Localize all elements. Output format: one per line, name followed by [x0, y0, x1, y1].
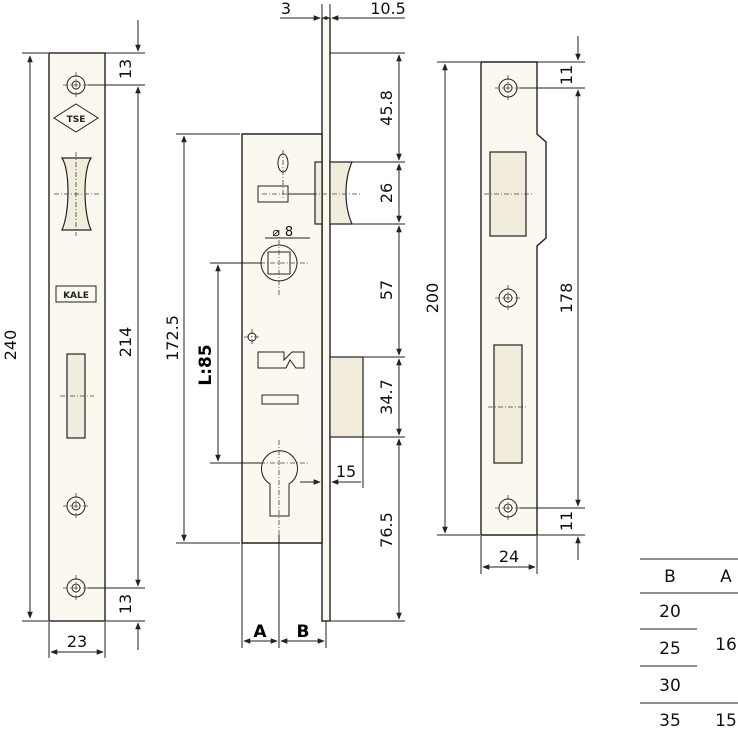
svg-text:200: 200	[423, 283, 442, 314]
screw-hole-icon	[63, 72, 89, 98]
svg-text:214: 214	[116, 327, 135, 358]
lock-body: 8 ⌀ 3 10.5	[163, 0, 406, 648]
svg-text:⌀: ⌀	[272, 225, 279, 239]
svg-text:A: A	[253, 622, 267, 642]
latch-window	[54, 152, 100, 236]
dimension-table: B A 20 25 30 35 16 15	[640, 558, 738, 729]
screw-hole-icon	[63, 575, 89, 601]
svg-text:23: 23	[67, 632, 87, 651]
svg-text:172.5: 172.5	[163, 315, 182, 361]
follower-hub: 8 ⌀	[220, 225, 310, 296]
kale-logo: KALE	[55, 285, 97, 303]
svg-text:KALE: KALE	[63, 291, 89, 301]
table-header-b: B	[664, 567, 676, 587]
screw-hole-icon	[495, 495, 521, 521]
svg-text:76.5: 76.5	[377, 512, 396, 548]
svg-text:10.5: 10.5	[370, 0, 406, 18]
svg-text:13: 13	[116, 594, 135, 614]
strike-plate: 200 11 178 11 24	[423, 36, 585, 574]
svg-text:15: 15	[336, 462, 356, 481]
table-cell-a: 16	[715, 635, 737, 655]
svg-text:26: 26	[377, 183, 396, 203]
svg-text:34.7: 34.7	[377, 379, 396, 415]
table-header-a: A	[720, 567, 732, 587]
table-cell-b: 30	[659, 676, 681, 696]
svg-text:24: 24	[499, 547, 519, 566]
svg-text:L:85: L:85	[196, 344, 216, 385]
table-cell-b: 20	[659, 602, 681, 622]
svg-text:13: 13	[116, 59, 135, 79]
table-cell-a: 15	[715, 711, 737, 729]
svg-text:3: 3	[281, 0, 291, 18]
bolt-slot	[60, 353, 94, 439]
table-cell-b: 25	[659, 639, 681, 659]
screw-hole-icon	[63, 493, 89, 519]
svg-text:240: 240	[1, 330, 20, 361]
svg-text:178: 178	[557, 283, 576, 314]
svg-text:B: B	[297, 622, 310, 642]
table-cell-b: 35	[659, 711, 681, 729]
svg-text:57: 57	[377, 280, 396, 300]
faceplate-left: TSE KALE 240	[1, 20, 145, 658]
svg-text:45.8: 45.8	[377, 90, 396, 126]
svg-text:8: 8	[285, 225, 293, 240]
svg-text:11: 11	[557, 65, 576, 85]
screw-hole-icon	[495, 75, 521, 101]
screw-hole-icon	[495, 285, 521, 311]
svg-text:TSE: TSE	[67, 115, 86, 125]
deadbolt-mechanism	[244, 329, 305, 405]
svg-text:11: 11	[557, 511, 576, 531]
tse-logo: TSE	[53, 103, 99, 133]
spring-pin	[257, 150, 315, 203]
